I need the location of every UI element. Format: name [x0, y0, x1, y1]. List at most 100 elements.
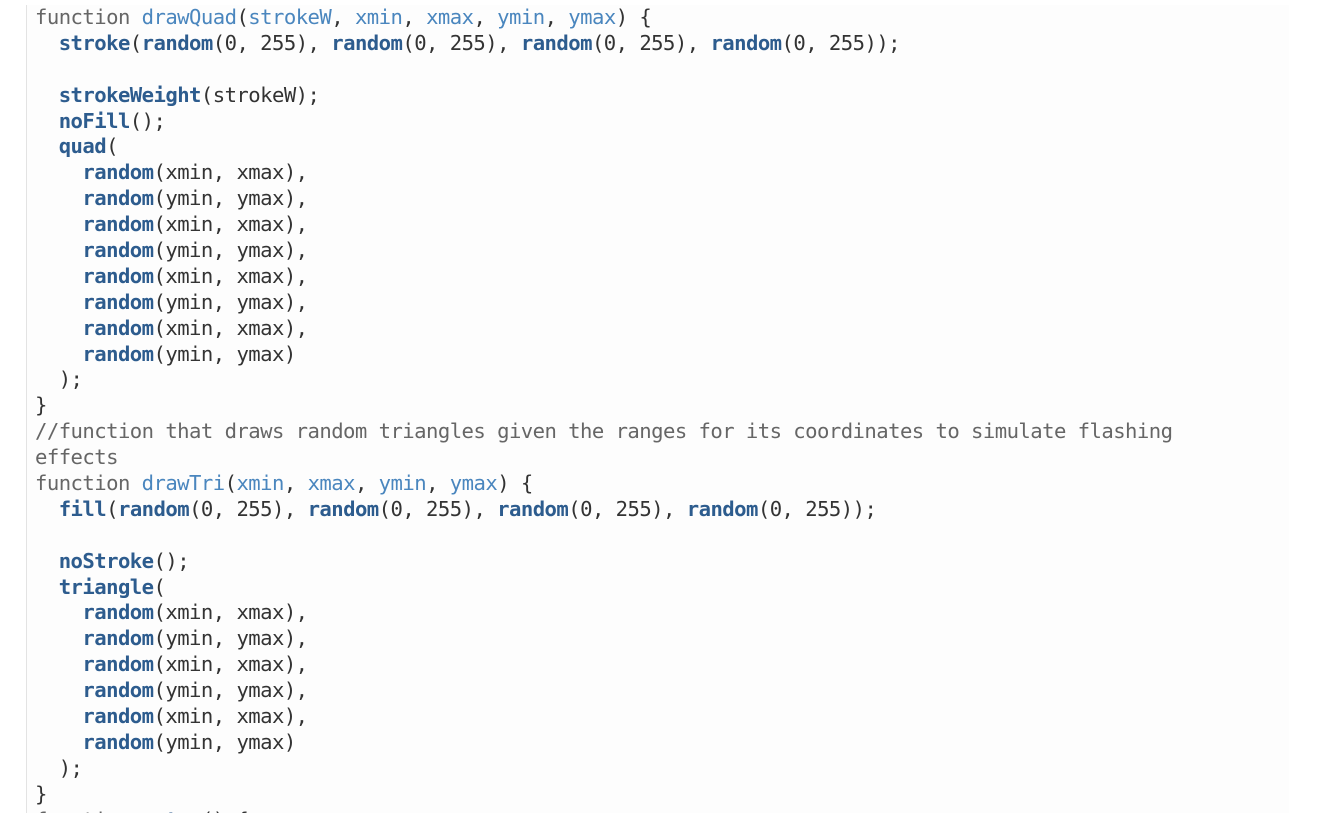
code-line[interactable]: } — [35, 782, 1172, 808]
code-line[interactable]: random(xmin, xmax), — [35, 212, 1172, 238]
code-token: , — [426, 471, 450, 496]
code-token — [35, 290, 82, 314]
code-token — [35, 212, 82, 236]
code-line[interactable]: effects — [35, 445, 1172, 471]
code-line[interactable]: function drawQuad(strokeW, xmin, xmax, y… — [35, 5, 1172, 31]
code-line[interactable]: } — [35, 393, 1172, 419]
code-token — [35, 600, 82, 624]
code-line[interactable]: random(ymin, ymax), — [35, 626, 1172, 652]
code-line[interactable]: ​ — [35, 57, 1172, 83]
code-line[interactable]: ); — [35, 756, 1172, 782]
keyword-token: function — [35, 5, 142, 29]
builtin-token: random — [82, 652, 154, 677]
builtin-token: fill — [58, 496, 107, 521]
code-token: (ymin, ymax), — [153, 626, 309, 651]
code-token — [35, 160, 82, 184]
code-token: , — [473, 5, 498, 29]
code-token: (0, 255), — [402, 30, 521, 55]
code-token — [35, 264, 82, 288]
code-line[interactable]: triangle( — [35, 575, 1172, 601]
code-token: (ymin, ymax), — [153, 238, 309, 263]
code-token — [35, 342, 82, 366]
builtin-token: random — [710, 30, 782, 55]
code-token: (strokeW); — [200, 82, 320, 107]
code-token: (0, 255), — [212, 30, 332, 55]
code-line[interactable]: random(ymin, ymax), — [35, 290, 1172, 316]
builtin-token: random — [82, 341, 154, 366]
code-line[interactable]: fill(random(0, 255), random(0, 255), ran… — [35, 497, 1172, 523]
code-token: (ymin, ymax), — [153, 678, 309, 703]
code-token: , — [283, 471, 308, 496]
code-token: () { — [201, 808, 249, 813]
keyword-token: function — [35, 471, 142, 496]
code-line[interactable]: random(xmin, xmax), — [35, 264, 1172, 290]
code-line[interactable]: random(ymin, ymax), — [35, 186, 1172, 212]
code-token: (); — [153, 548, 190, 573]
code-line[interactable]: random(xmin, xmax), — [35, 704, 1172, 730]
code-token — [35, 186, 82, 210]
builtin-token: noFill — [58, 108, 131, 133]
code-token: ) { — [497, 471, 533, 496]
builtin-token: random — [82, 678, 154, 703]
code-line[interactable]: strokeWeight(strokeW); — [35, 83, 1172, 109]
code-token: (0, 255)); — [781, 30, 901, 55]
code-token: } — [35, 393, 47, 418]
code-line[interactable]: ); — [35, 367, 1172, 393]
code-token — [35, 652, 82, 676]
code-line[interactable]: random(ymin, ymax) — [35, 342, 1172, 368]
code-token: (xmin, xmax), — [153, 652, 309, 677]
builtin-token: random — [117, 496, 190, 521]
builtin-token: random — [141, 30, 214, 55]
builtin-token: random — [82, 212, 154, 237]
code-token: ( — [106, 496, 118, 521]
code-token: ); — [35, 367, 83, 392]
code-token: ( — [236, 5, 249, 29]
code-token: ); — [35, 755, 83, 780]
builtin-token: random — [82, 160, 154, 185]
code-line[interactable]: random(xmin, xmax), — [35, 600, 1172, 626]
code-line[interactable]: random(xmin, xmax), — [35, 316, 1172, 342]
code-token: ( — [129, 30, 142, 55]
code-line[interactable]: noFill(); — [35, 109, 1172, 135]
code-line[interactable]: noStroke(); — [35, 549, 1172, 575]
builtin-token: setup — [142, 808, 202, 813]
builtin-token: random — [520, 30, 593, 55]
code-editor[interactable]: function drawQuad(strokeW, xmin, xmax, y… — [26, 5, 1289, 813]
builtin-token: random — [82, 315, 154, 340]
builtin-token: random — [82, 704, 154, 729]
code-line[interactable]: quad( — [35, 134, 1172, 160]
code-token — [35, 109, 59, 133]
code-token: , — [354, 471, 379, 496]
code-line[interactable]: //function that draws random triangles g… — [35, 419, 1173, 445]
code-token: } — [35, 781, 47, 806]
code-token: (xmin, xmax), — [153, 704, 309, 729]
code-line[interactable]: random(xmin, xmax), — [35, 160, 1172, 186]
code-line[interactable]: random(ymin, ymax) — [35, 730, 1172, 756]
code-token — [35, 31, 59, 55]
code-token — [35, 575, 59, 599]
code-line[interactable]: ​ — [35, 523, 1172, 549]
code-token — [35, 497, 59, 521]
code-content[interactable]: function drawQuad(strokeW, xmin, xmax, y… — [35, 5, 1173, 813]
code-line[interactable]: random(ymin, ymax), — [35, 238, 1172, 264]
code-token — [35, 238, 82, 262]
builtin-token: noStroke — [58, 548, 154, 573]
builtin-token: random — [331, 30, 403, 55]
code-line[interactable]: random(ymin, ymax), — [35, 678, 1172, 704]
function-name-token: drawTri — [141, 471, 226, 496]
builtin-token: random — [82, 626, 154, 651]
code-line[interactable]: function setup() { — [35, 808, 1172, 813]
code-token: , — [544, 5, 569, 29]
code-token: (ymin, ymax), — [153, 186, 309, 211]
code-line[interactable]: function drawTri(xmin, xmax, ymin, ymax)… — [35, 471, 1172, 497]
builtin-token: random — [82, 600, 154, 625]
code-token: , — [331, 5, 355, 29]
code-line[interactable]: stroke(random(0, 255), random(0, 255), r… — [35, 31, 1172, 57]
code-token: (0, 255), — [189, 496, 308, 521]
function-name-token: drawQuad — [141, 5, 237, 29]
code-token: (xmin, xmax), — [153, 600, 309, 625]
code-token: (xmin, xmax), — [153, 263, 309, 288]
code-line[interactable]: random(xmin, xmax), — [35, 652, 1172, 678]
code-token: (0, 255), — [568, 496, 687, 521]
builtin-token: random — [307, 496, 380, 521]
